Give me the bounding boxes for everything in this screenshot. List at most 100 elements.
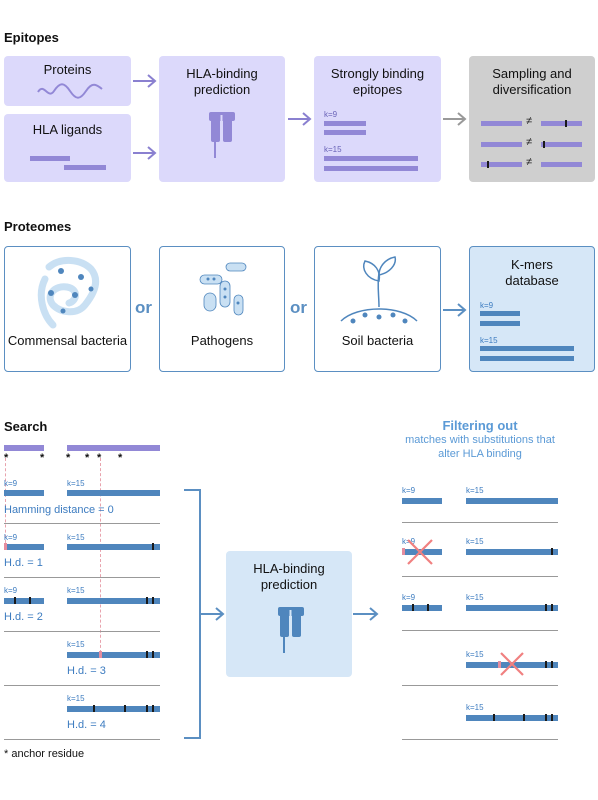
- filtered-bar-k9: [402, 605, 442, 611]
- pathogens-box: Pathogens: [159, 246, 285, 372]
- k9-label: k=9: [4, 479, 18, 488]
- substitution-mark: [487, 161, 489, 168]
- epitopes-arrows: [133, 74, 467, 160]
- sampling-box: Sampling and diversification ≠ ≠ ≠: [469, 56, 595, 182]
- match-bar-k9: [4, 598, 44, 604]
- hd-4-label: H.d. = 4: [67, 719, 106, 731]
- query-epitope-k9: [4, 445, 44, 451]
- strongly-binding-label: Strongly binding epitopes: [330, 66, 425, 97]
- match-bar-k15: [67, 598, 160, 604]
- filter-subtitle: matches with substitutions that alter HL…: [405, 434, 555, 460]
- search-flow-arrows: [184, 489, 379, 739]
- substitution-mark: [493, 714, 495, 721]
- anchor-guide-line: [5, 458, 6, 548]
- hla-binding-box-search: HLA-binding prediction: [226, 551, 352, 677]
- sample-bar: [541, 162, 582, 167]
- anchor-star: *: [118, 452, 123, 464]
- filter-title: Filtering out: [442, 418, 518, 433]
- soil-label: Soil bacteria: [341, 333, 414, 348]
- anchor-guide-line: [100, 458, 101, 658]
- substitution-mark: [14, 597, 16, 604]
- section-search-title: Search: [4, 419, 48, 434]
- anchor-substitution-mark: [498, 661, 501, 668]
- divider: [402, 739, 558, 740]
- proteins-label: Proteins: [43, 62, 92, 77]
- hd-3-label: H.d. = 3: [67, 665, 106, 677]
- protein-chain-icon: [37, 83, 103, 99]
- sampling-label: Sampling and diversification: [492, 66, 572, 97]
- kmer-bar: [324, 130, 366, 135]
- section-proteomes-title: Proteomes: [4, 219, 72, 234]
- filtered-bar-k15: [466, 498, 558, 504]
- section-epitopes-title: Epitopes: [4, 30, 59, 45]
- divider: [402, 576, 558, 577]
- divider: [402, 630, 558, 631]
- k15-label: k=15: [324, 145, 342, 154]
- anchor-substitution-mark: [402, 548, 405, 555]
- k15-label: k=15: [480, 336, 498, 345]
- filtered-bar-k9: [402, 549, 442, 555]
- substitution-mark: [523, 714, 525, 721]
- filtered-bar-k9: [402, 498, 442, 504]
- match-bar-k15: [67, 706, 160, 712]
- k15-label: k=15: [466, 537, 484, 546]
- substitution-mark: [152, 597, 154, 604]
- substitution-mark: [152, 543, 154, 550]
- anchor-star: *: [4, 452, 9, 464]
- kmers-db-label: K-mers database: [505, 257, 559, 288]
- k15-label: k=15: [466, 703, 484, 712]
- anchor-star: *: [66, 452, 71, 464]
- divider: [4, 523, 160, 524]
- hla-binding-label: HLA-binding prediction: [253, 561, 325, 592]
- not-equal-sign: ≠: [526, 156, 533, 168]
- hla-ligands-box: HLA ligands: [4, 114, 131, 182]
- removed-cross-icon: [500, 652, 524, 676]
- kmers-database-box: K-mers database k=9 k=15: [469, 246, 595, 372]
- divider: [402, 522, 558, 523]
- strongly-binding-box: Strongly binding epitopes k=9 k=15: [314, 56, 441, 182]
- sample-bar: [541, 121, 582, 126]
- hla-molecule-icon: [209, 112, 235, 158]
- match-bar-k15: [67, 490, 160, 496]
- k9-label: k=9: [4, 533, 18, 542]
- removed-cross-icon: [407, 539, 433, 565]
- k15-label: k=15: [67, 640, 85, 649]
- pathogens-label: Pathogens: [190, 333, 254, 348]
- k15-label: k=15: [67, 586, 85, 595]
- sample-bar: [481, 162, 522, 167]
- filtered-bar-k15: [466, 549, 558, 555]
- kmer-bar: [324, 121, 366, 126]
- sample-bar: [481, 142, 522, 147]
- substitution-mark: [545, 604, 547, 611]
- ligand-bar: [64, 165, 106, 170]
- sample-bar: [541, 142, 582, 147]
- ligand-bar: [30, 156, 70, 161]
- substitution-mark: [124, 705, 126, 712]
- substitution-mark: [412, 604, 414, 611]
- substitution-mark: [551, 661, 553, 668]
- match-bar-k9: [4, 544, 44, 550]
- substitution-mark: [551, 548, 553, 555]
- anchor-star: *: [85, 452, 90, 464]
- substitution-mark: [545, 661, 547, 668]
- substitution-mark: [93, 705, 95, 712]
- proteins-box: Proteins: [4, 56, 131, 106]
- anchor-star: *: [40, 452, 45, 464]
- anchor-residue-legend: * anchor residue: [4, 748, 85, 760]
- filtered-bar-k15: [466, 605, 558, 611]
- hla-molecule-icon: [278, 607, 304, 653]
- hla-binding-label: HLA-binding prediction: [186, 66, 258, 97]
- divider: [4, 577, 160, 578]
- hla-binding-box-epitopes: HLA-binding prediction: [159, 56, 285, 182]
- divider: [4, 631, 160, 632]
- substitution-mark: [152, 705, 154, 712]
- kmer-bar: [480, 356, 574, 361]
- divider: [4, 739, 160, 740]
- substitution-mark: [551, 714, 553, 721]
- k15-label: k=15: [67, 533, 85, 542]
- anchor-star: *: [97, 452, 102, 464]
- substitution-mark: [29, 597, 31, 604]
- k9-label: k=9: [4, 586, 18, 595]
- substitution-mark: [152, 651, 154, 658]
- plant-soil-icon: [340, 256, 418, 324]
